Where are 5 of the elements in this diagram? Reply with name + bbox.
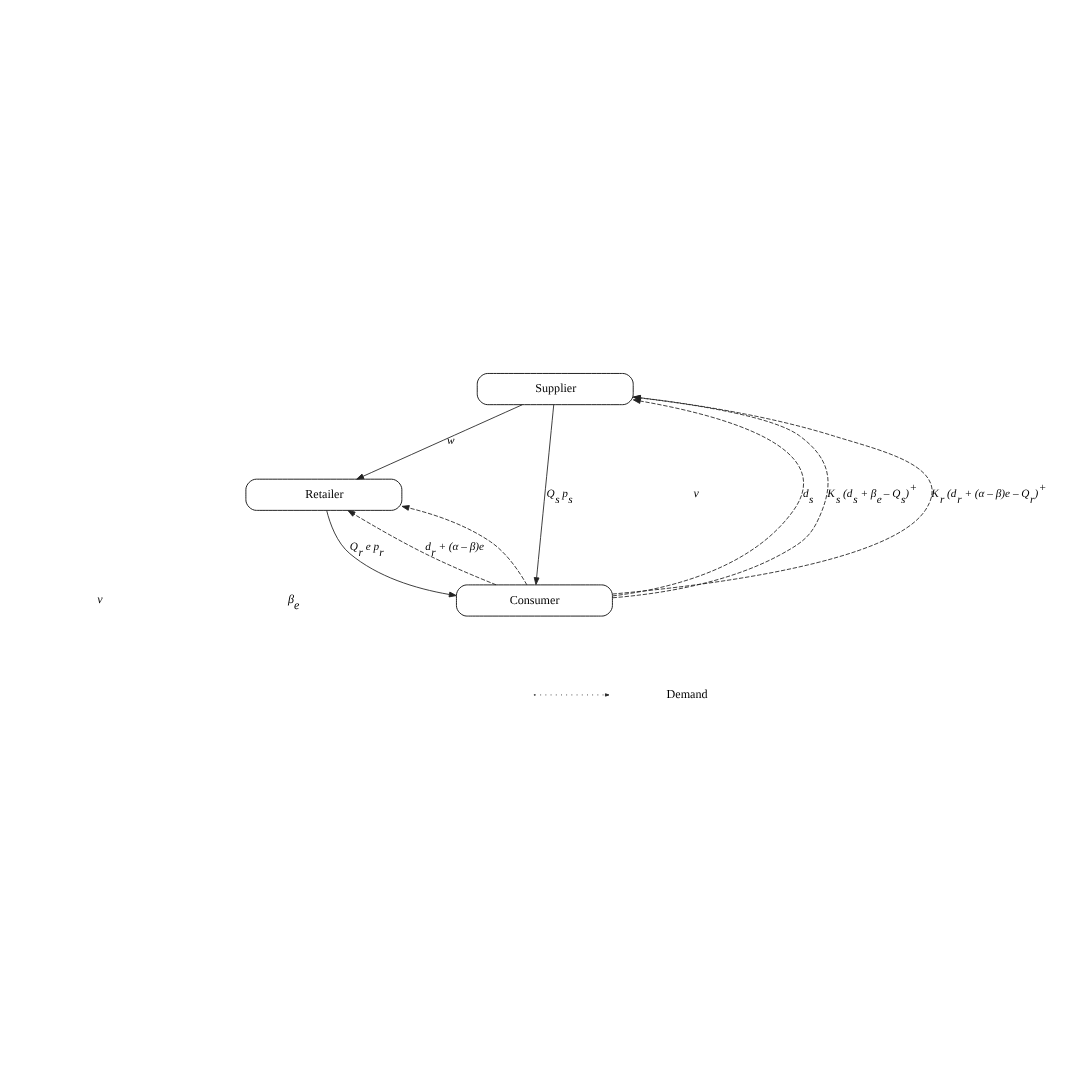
arrow [326,509,457,597]
arrow [401,504,528,585]
arrow [347,509,497,585]
arrow [356,403,523,479]
arrow [533,403,555,585]
